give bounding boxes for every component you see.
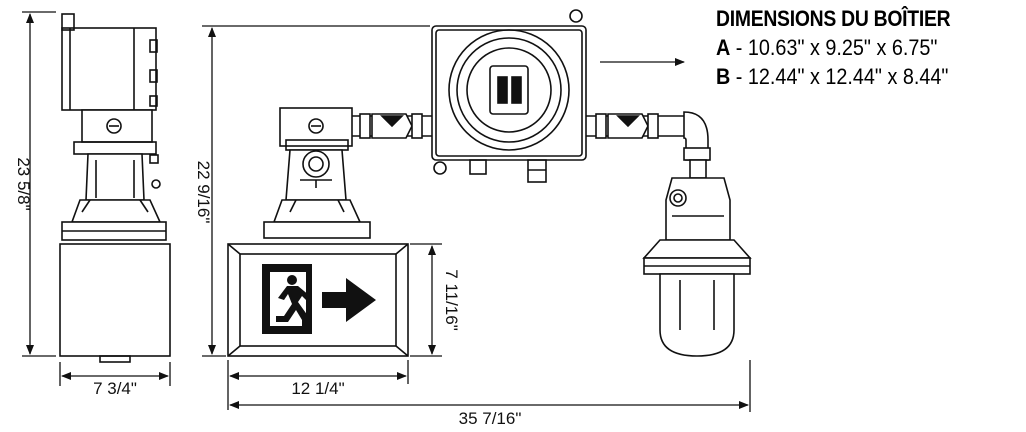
right-conduit (586, 111, 711, 161)
side-view-unit (59, 13, 171, 363)
row-letter: A (716, 35, 731, 60)
dim-sign-height: 7 11/16" (442, 269, 461, 331)
running-man-icon (262, 264, 312, 334)
dimension-row-a: A - 10.63" x 9.25" x 6.75" (716, 35, 956, 61)
front-view-unit (227, 107, 409, 357)
enclosure-dimensions-panel: DIMENSIONS DU BOÎTIER A - 10.63" x 9.25"… (716, 6, 982, 90)
dimension-row-b: B - 12.44" x 12.44" x 8.44" (716, 64, 956, 90)
row-separator: - (730, 35, 748, 60)
row-letter: B (716, 64, 731, 89)
arrow-right-icon (322, 278, 376, 322)
control-box (431, 9, 587, 183)
row-separator: - (730, 64, 748, 89)
dim-side-height: 23 5/8" (14, 157, 33, 210)
dim-front-height: 22 9/16" (194, 161, 213, 224)
dim-side-width: 7 3/4" (93, 379, 137, 398)
row-value: 12.44" x 12.44" x 8.44" (747, 64, 949, 89)
left-conduit (352, 113, 432, 139)
dimension-lines (22, 11, 751, 412)
dim-sign-width: 12 1/4" (291, 379, 344, 398)
light-fixture (642, 159, 752, 357)
dim-overall-width: 35 7/16" (459, 409, 522, 428)
row-value: 10.63" x 9.25" x 6.75" (747, 35, 938, 60)
panel-title: DIMENSIONS DU BOÎTIER (716, 6, 951, 31)
